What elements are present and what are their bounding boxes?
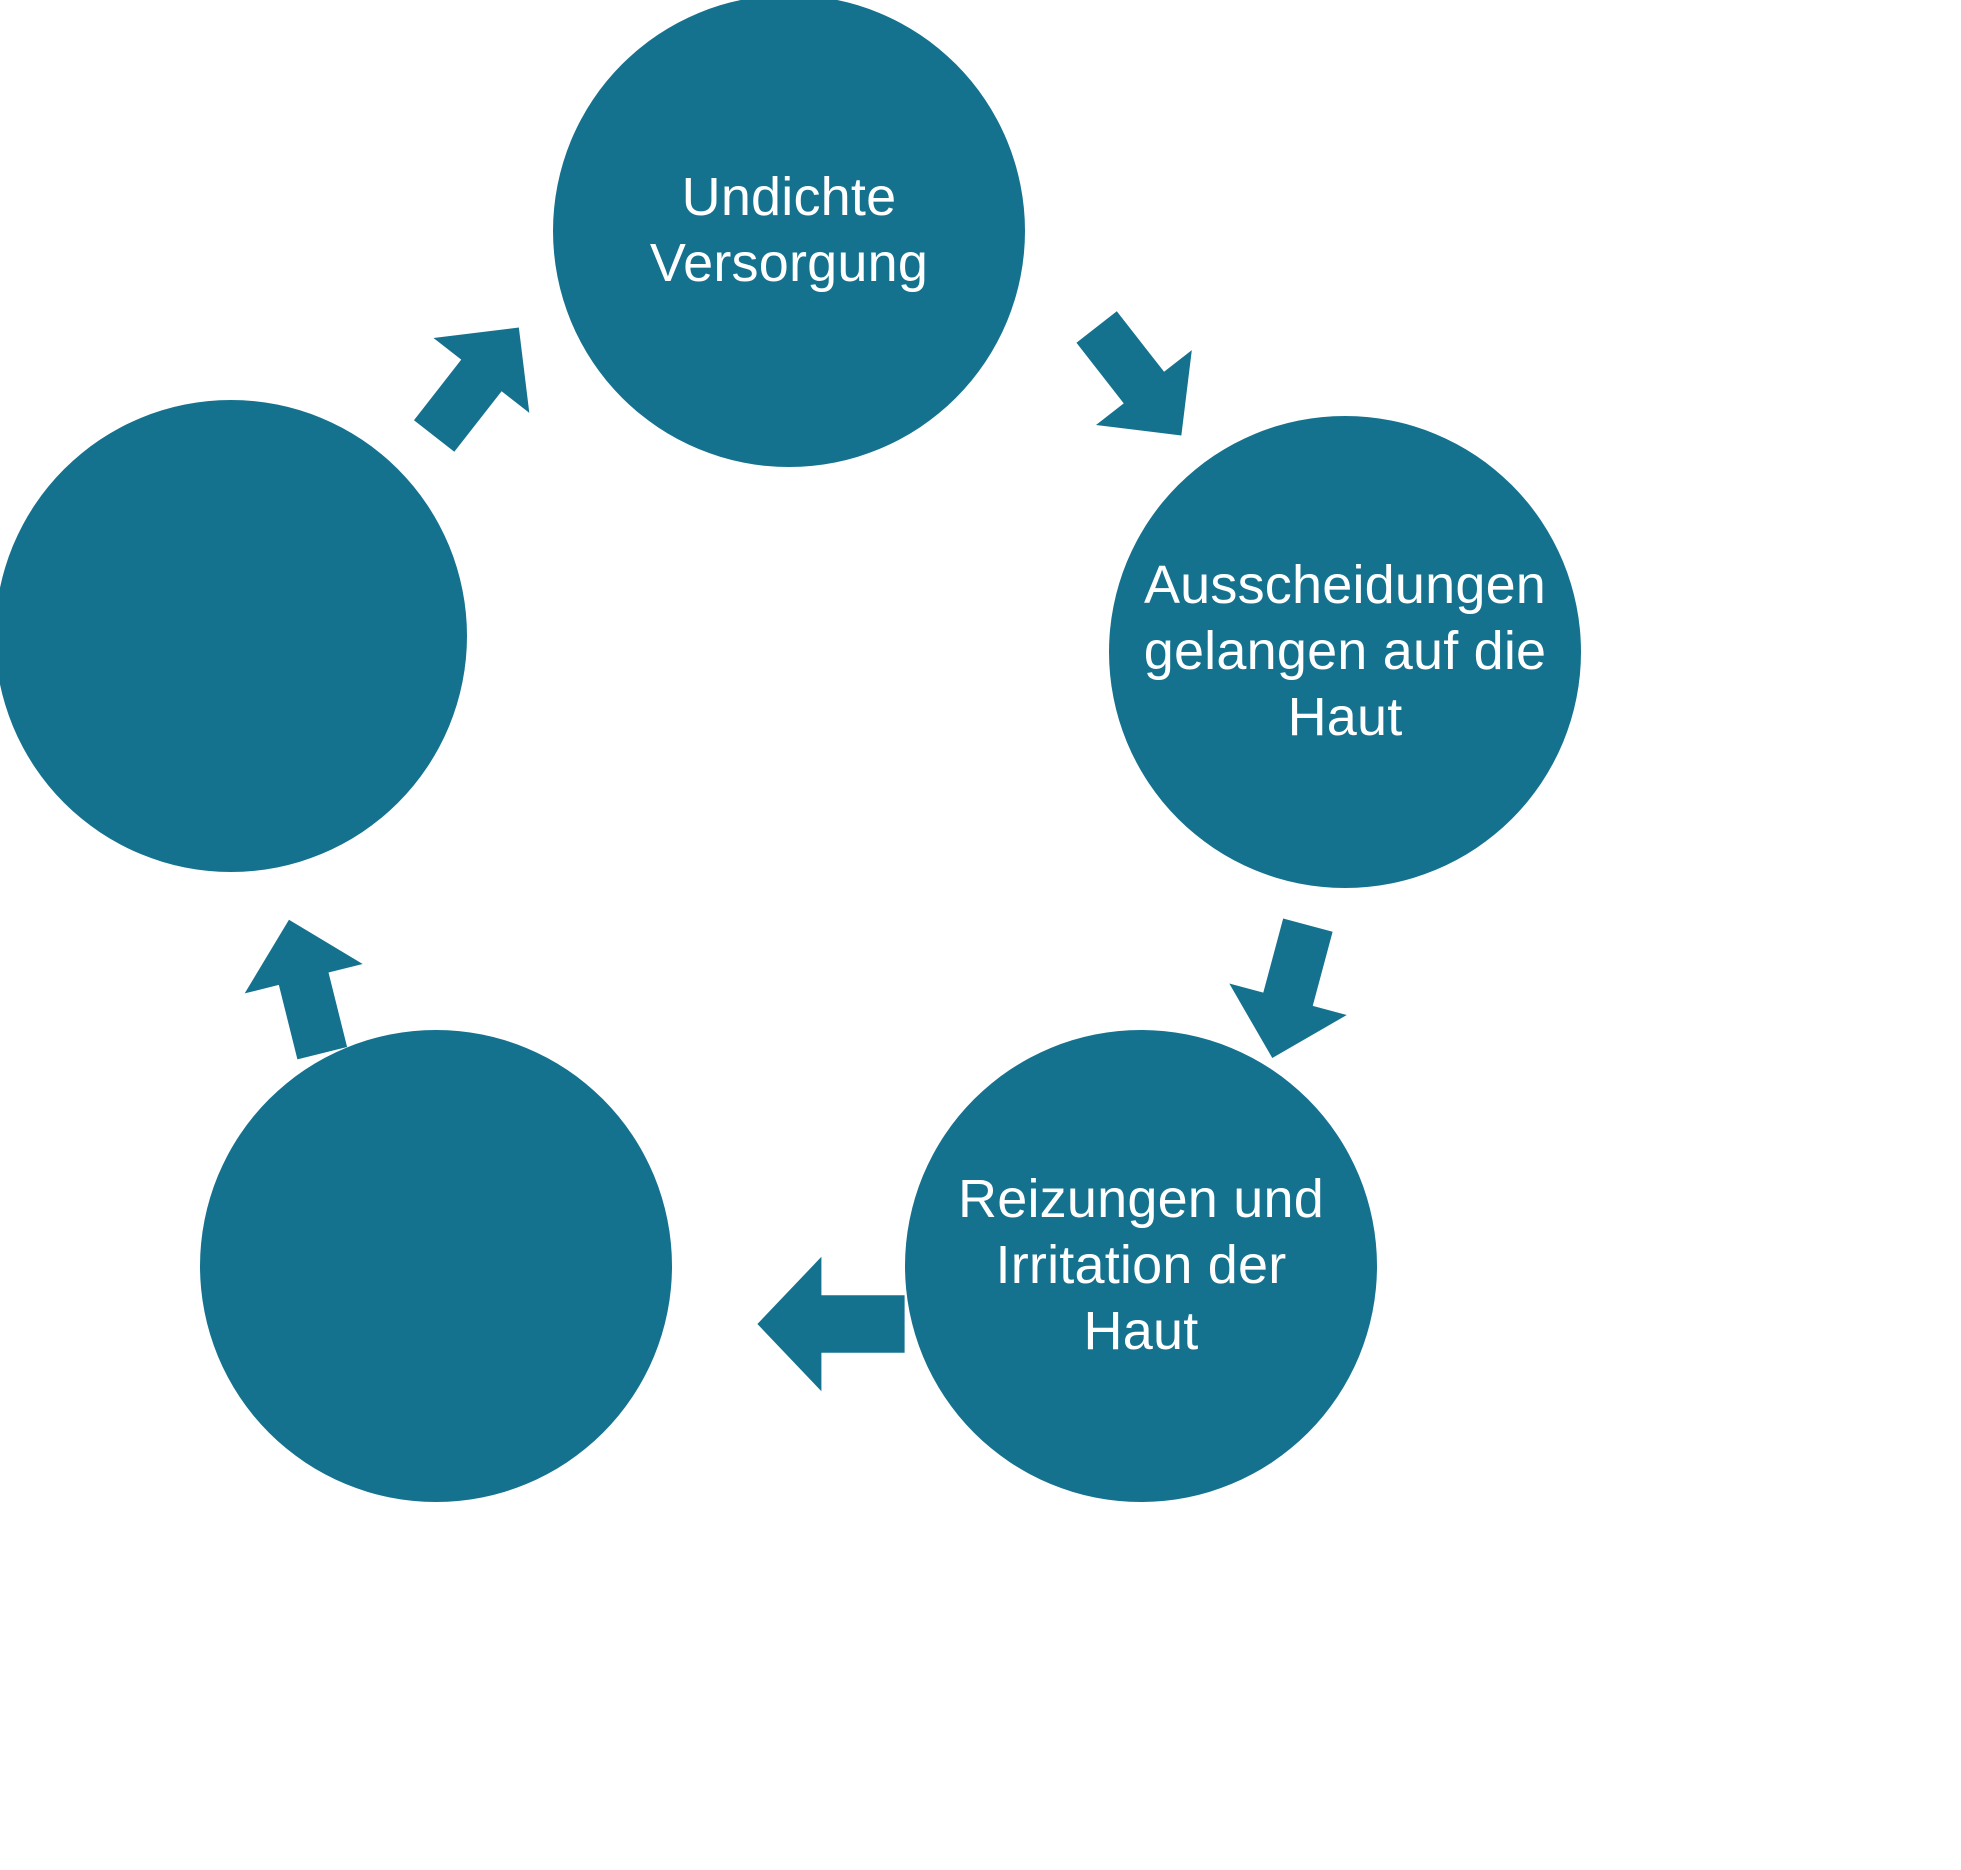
cycle-node-left[interactable]: [0, 400, 467, 872]
cycle-node-bottom-right-label: Reizungen und Irritation der Haut: [958, 1169, 1324, 1361]
cycle-arrow-up-left-icon: [222, 908, 390, 1068]
cycle-node-top-label: Undichte Versorgung: [649, 167, 929, 293]
cycle-arrow-left-icon: [726, 1244, 936, 1404]
cycle-node-right-label: Ausscheidungen gelangen auf die Haut: [1143, 555, 1547, 747]
cycle-node-right[interactable]: Ausscheidungen gelangen auf die Haut: [1109, 416, 1581, 888]
cycle-node-bottom-left[interactable]: [200, 1030, 672, 1502]
cycle-arrow-down-icon: [1208, 910, 1373, 1070]
cycle-node-top[interactable]: Undichte Versorgung: [553, 0, 1025, 467]
cycle-arrow-up-right-icon: [388, 303, 563, 463]
cycle-arrow-down-right-icon: [1048, 300, 1228, 460]
cycle-node-bottom-right[interactable]: Reizungen und Irritation der Haut: [905, 1030, 1377, 1502]
